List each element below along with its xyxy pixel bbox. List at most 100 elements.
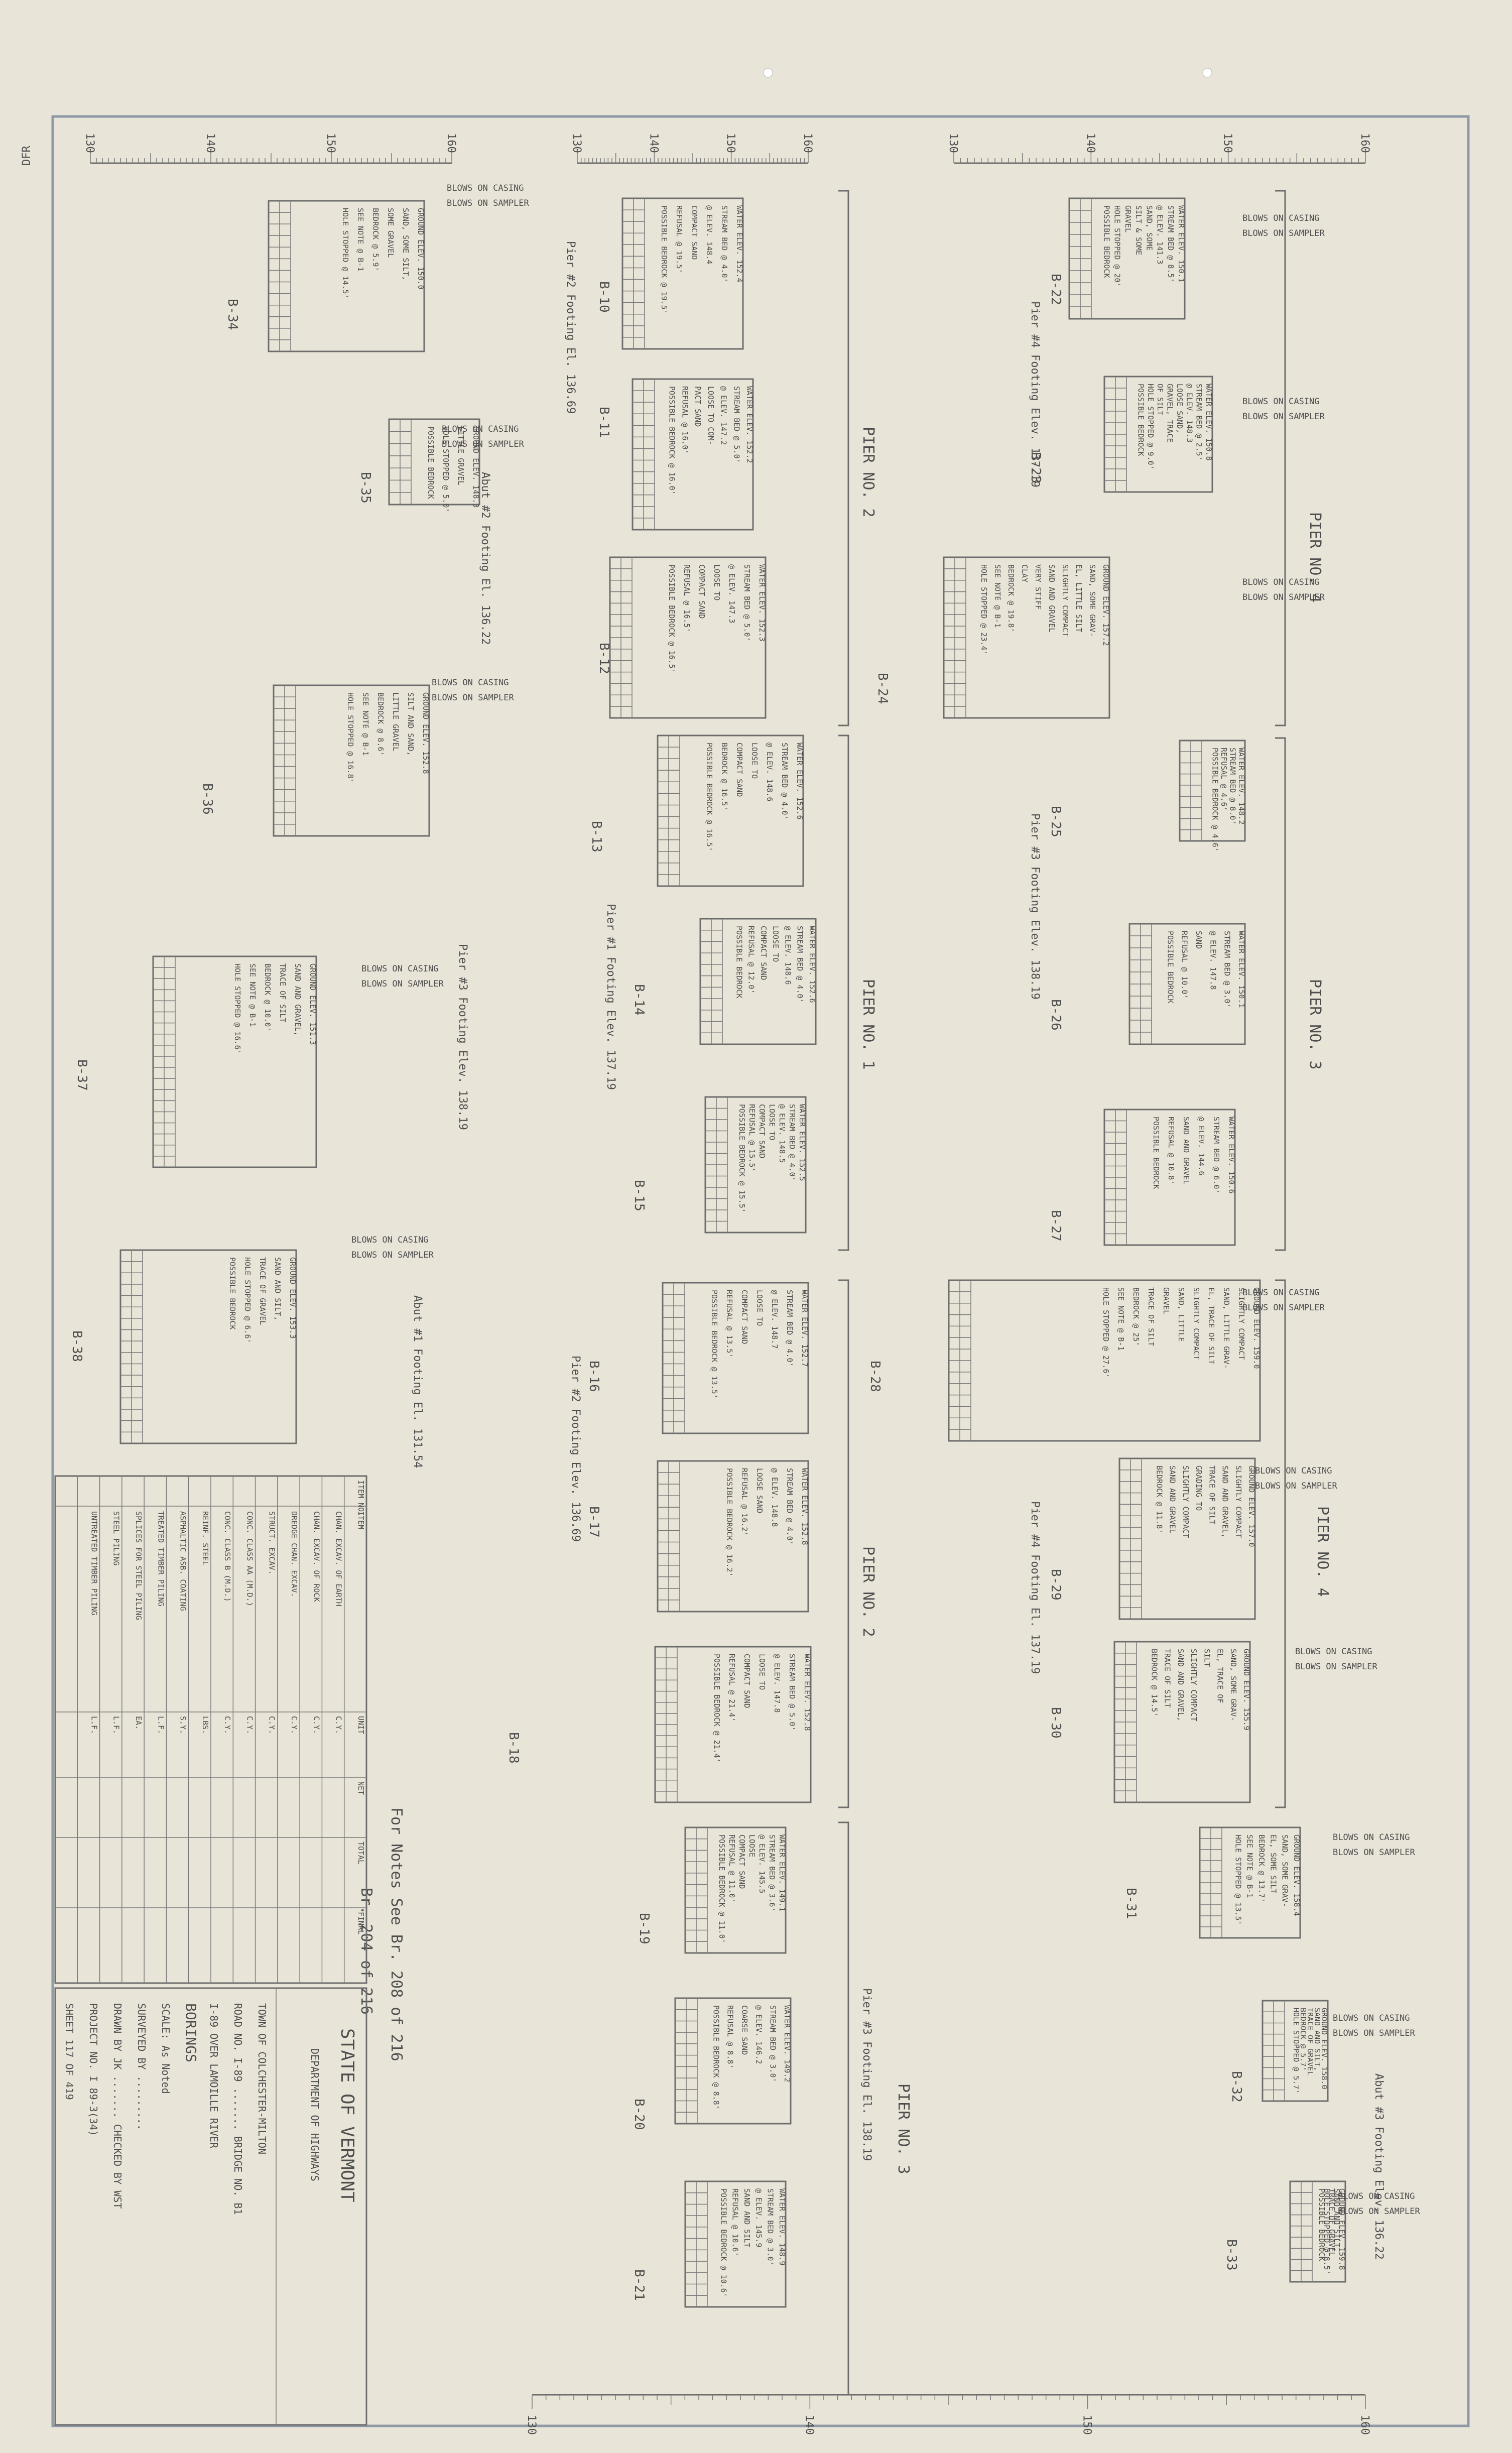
boring-text-line: GRAVEL (1123, 205, 1132, 232)
boring-text-line: COMPACT SAND (758, 1104, 767, 1158)
boring-text-line: POSSIBLE BEDROCK @ 15.5' (737, 1104, 746, 1213)
legend-casing: BLOWS ON CASING (361, 964, 439, 974)
boring-text-line: POSSIBLE BEDROCK (1166, 931, 1175, 1004)
boring-text-line: HOLE STOPPED @ 5.7' (1292, 2008, 1301, 2094)
scale-label: 160 (1358, 2415, 1371, 2435)
legend-casing: BLOWS ON CASING (1242, 397, 1320, 407)
boring-text-line: @ ELEV. 144.6 (1197, 1117, 1206, 1175)
boring-text-line: POSSIBLE BEDROCK @ 4.6' (1211, 748, 1220, 852)
legend-casing: BLOWS ON CASING (1242, 1288, 1320, 1298)
legend-sampler: BLOWS ON SAMPLER (1255, 1481, 1338, 1491)
boring-text-line: STREAM BED @ 5.0' (742, 564, 751, 642)
legend-sampler: BLOWS ON SAMPLER (432, 693, 515, 703)
boring-text-line: REFUSAL @ 15.5' (747, 1104, 757, 1172)
boring-text-line: SAND AND GRAVEL (1168, 1465, 1177, 1533)
boring-box (268, 200, 425, 352)
boring-text-line: WATER ELEV. 150.6 (1227, 1117, 1236, 1194)
boring-label: B-37 (74, 1059, 89, 1091)
boring-text-line: COMPACT SAND (697, 564, 706, 619)
table-header: NET (356, 1781, 365, 1795)
boring-text-line: @ ELEV. 148.6 (783, 926, 792, 985)
pier-bracket (838, 1279, 849, 1808)
boring-text-line: HOLE STOPPED @ 13.5' (1233, 1834, 1242, 1925)
boring-text-line: LOOSE TO (755, 1290, 764, 1326)
table-item: SPLICES FOR STEEL PILING (134, 1511, 143, 1620)
table-item: TREATED TIMBER PILING (156, 1511, 165, 1607)
boring-text-line: COARSE SAND (740, 2005, 749, 2055)
boring-label: B-38 (69, 1330, 84, 1362)
table-header: ITEM (356, 1511, 365, 1529)
notes-reference: For Notes See Br. 208 of 216 (388, 1807, 405, 2061)
scale-label: 160 (801, 133, 814, 153)
boring-text-line: POSSIBLE BEDROCK @ 8.8' (711, 2005, 720, 2110)
legend-sampler: BLOWS ON SAMPLER (1333, 1848, 1416, 1858)
legend-casing: BLOWS ON CASING (442, 424, 519, 434)
boring-text-line: WATER ELEV. 152.8 (803, 1654, 812, 1731)
boring-label: B-11 (596, 407, 611, 438)
footing-note: Pier #4 Footing El. 137.19 (1029, 1501, 1041, 1674)
boring-text-line: TRACE OF SILT (1207, 1465, 1216, 1524)
boring-box (621, 197, 744, 350)
boring-label: B-29 (1048, 1569, 1063, 1601)
footing-note: Pier #3 Footing Elev. 138.19 (1029, 813, 1041, 1000)
title-drawn: DRAWN BY JK ....... CHECKED BY WST (111, 2003, 123, 2209)
boring-text-line: SAND AND SILT (742, 2188, 751, 2247)
boring-box (119, 1249, 297, 1444)
boring-label: B-22 (1048, 274, 1063, 305)
title-sheet: SHEET 117 OF 419 (63, 2003, 75, 2100)
table-header: TOTAL (356, 1842, 365, 1864)
boring-text-line: SAND AND GRAVEL (1047, 564, 1056, 632)
boring-text-line: STREAM BED @ 5.0' (788, 1654, 797, 1731)
boring-text-line: REFUSAL @ 19.5' (675, 205, 684, 273)
title-dept: DEPARTMENT OF HIGHWAYS (309, 2048, 321, 2181)
boring-text-line: LOOSE TO (758, 1654, 767, 1690)
boring-text-line: STREAM BED @ 4.0' (785, 1290, 794, 1367)
boring-text-line: @ ELEV. 148.7 (770, 1290, 779, 1348)
boring-text-line: GROUND ELEV. 158.4 (1292, 1834, 1301, 1916)
footing-note: Pier #2 Footing El. 136.69 (564, 241, 577, 414)
boring-text-line: LOOSE (747, 1834, 757, 1857)
boring-text-line: @ ELEV. 147.8 (1208, 931, 1217, 990)
boring-text-line: POSSIBLE BEDROCK (426, 426, 435, 499)
boring-text-line: WATER ELEV. 152.6 (795, 743, 804, 820)
table-unit: S.Y. (179, 1716, 188, 1734)
footing-note: Pier #3 Footing Elev. 138.19 (456, 944, 469, 1130)
table-item: CHAN. EXCAV. OF ROCK (312, 1511, 321, 1602)
boring-label: B-27 (1048, 1210, 1063, 1242)
boring-text-line: WATER ELEV. 149.2 (783, 2005, 792, 2082)
boring-label: B-19 (637, 1913, 652, 1944)
boring-text-line: COMPACT SAND (690, 205, 699, 260)
boring-text-line: @ ELEV. 145.5 (758, 1834, 767, 1893)
boring-text-line: SEE NOTE @ B-1 (361, 692, 370, 756)
footing-note: Abut #3 Footing Elev. 136.22 (1372, 2073, 1385, 2260)
boring-text-line: REFUSAL @ 4.6' (1219, 748, 1228, 811)
boring-text-line: EL, TRACE OF SILT (1207, 1287, 1216, 1365)
boring-text-line: GRAVEL, TRACE (1166, 384, 1175, 442)
boring-text-line: SEE NOTE @ B-1 (1116, 1287, 1125, 1351)
footing-note: Abut #2 Footing El. 136.22 (479, 472, 491, 645)
legend-casing: BLOWS ON CASING (1295, 1647, 1372, 1657)
boring-text-line: SAND, SOME (1145, 205, 1154, 251)
boring-text-line: POSSIBLE BEDROCK @ 21.4' (712, 1654, 721, 1763)
boring-text-line: SILT (1202, 1649, 1211, 1667)
boring-text-line: STREAM BED @ 4.0' (788, 1104, 797, 1181)
table-item: CONC. CLASS B (M.D.) (223, 1511, 232, 1602)
boring-text-line: WATER ELEV. 148.2 (1237, 748, 1246, 825)
boring-text-line: LOOSE TO (771, 926, 780, 962)
boring-text-line: POSSIBLE BEDROCK @ 16.5' (667, 564, 676, 673)
boring-label: B-26 (1048, 999, 1063, 1031)
